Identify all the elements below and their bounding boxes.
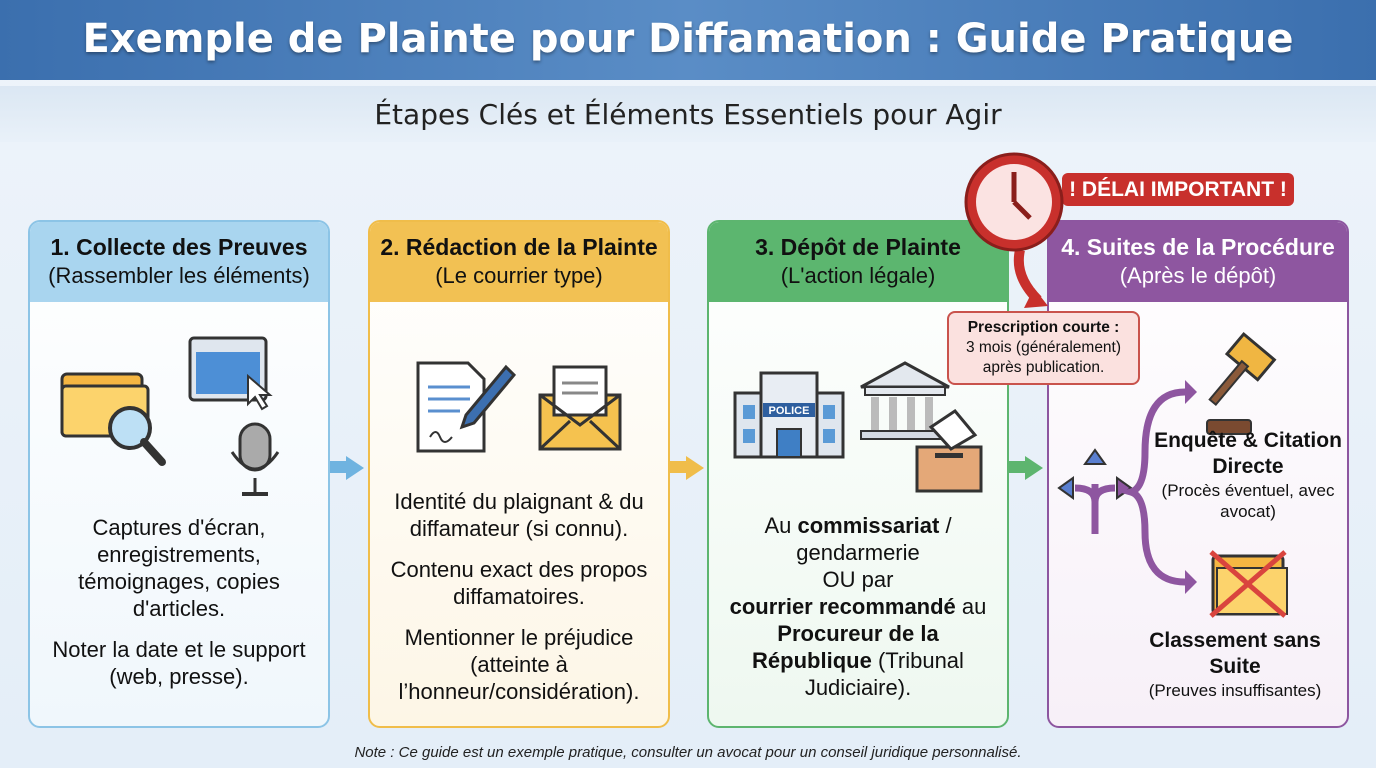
step-header: 3. Dépôt de Plainte (L'action légale) — [709, 222, 1007, 302]
step-header: 2. Rédaction de la Plainte (Le courrier t… — [370, 222, 668, 302]
prescription-line: après publication. — [982, 359, 1105, 376]
step-text: Captures d'écran, enregistrements, témoi… — [78, 515, 280, 621]
flow-arrow — [330, 461, 346, 473]
step-body: Captures d'écran, enregistrements, témoi… — [30, 514, 328, 704]
mailbox-icon — [915, 409, 983, 493]
step-card-collecte: 1. Collecte des Preuves (Rassembler les é… — [28, 220, 330, 728]
gavel-icon — [1206, 331, 1277, 435]
step-body: Identité du plaignant & du diffamateur (… — [370, 488, 668, 719]
outcome-title: Enquête & Citation Directe — [1154, 429, 1342, 478]
courthouse-icon — [860, 361, 950, 440]
filing-or: OU par — [822, 567, 894, 592]
step-text: Mentionner le préjudice (atteinte à l’ho… — [398, 625, 640, 704]
clock-icon — [964, 152, 1064, 308]
page-subtitle: Étapes Clés et Éléments Essentiels pour … — [0, 86, 1376, 142]
folder-search-icon — [60, 372, 166, 466]
step-text: Noter la date et le support (web, presse… — [52, 637, 306, 689]
footer-note: Note : Ce guide est un exemple pratique,… — [354, 744, 1022, 761]
flow-arrow-head — [1025, 456, 1043, 480]
step-subtitle: (L'action légale) — [780, 263, 936, 288]
brace-connector — [1118, 388, 1186, 586]
split-arrows-icon — [1057, 448, 1133, 534]
step-title: 3. Dépôt de Plainte — [755, 234, 961, 260]
flow-arrow-head — [686, 456, 704, 480]
step-header: 1. Collecte des Preuves (Rassembler les é… — [30, 222, 328, 302]
step-title: 2. Rédaction de la Plainte — [380, 234, 658, 260]
step-card-suites: 4. Suites de la Procédure (Après le dépôt… — [1047, 220, 1349, 728]
filing-icons: POLICE — [733, 361, 983, 493]
evidence-icons — [60, 336, 280, 496]
browser-cursor-icon — [188, 336, 273, 411]
step-text: Contenu exact des propos diffamatoires. — [390, 557, 648, 609]
outcome-detail: (Procès éventuel, avec avocat) — [1161, 481, 1335, 521]
envelope-icon — [538, 365, 622, 451]
outcome-1: Enquête & Citation Directe (Procès évent… — [1049, 428, 1347, 522]
writing-icons — [416, 361, 622, 453]
step-subtitle: (Après le dépôt) — [1119, 263, 1277, 288]
step-body: Au commissariat / gendarmerie OU par cou… — [709, 512, 1007, 701]
step-title: 1. Collecte des Preuves — [50, 234, 308, 260]
document-pen-icon — [416, 361, 517, 453]
filing-text-2: courrier recommandé au Procureur de la R… — [729, 594, 987, 700]
prescription-title: Prescription courte : — [967, 319, 1120, 336]
filing-text: Au commissariat / gendarmerie — [764, 513, 952, 565]
step-subtitle: (Le courrier type) — [435, 263, 603, 288]
step-title: 4. Suites de la Procédure — [1061, 234, 1335, 260]
outcome-2: Classement sans Suite (Preuves insuffisa… — [1049, 628, 1347, 701]
page-title: Exemple de Plainte pour Diffamation : Gu… — [0, 0, 1376, 80]
police-station-icon: POLICE — [733, 371, 845, 459]
outcome-detail: (Preuves insuffisantes) — [1148, 681, 1322, 700]
step-card-redaction: 2. Rédaction de la Plainte (Le courrier t… — [368, 220, 670, 728]
prescription-line: 3 mois (généralement) — [965, 339, 1122, 356]
prescription-callout: Prescription courte : 3 mois (généraleme… — [947, 311, 1140, 385]
flow-arrow — [1009, 461, 1025, 473]
flow-arrow-head — [346, 456, 364, 480]
police-sign: POLICE — [769, 405, 810, 417]
flow-arrow — [670, 461, 686, 473]
step-header: 4. Suites de la Procédure (Après le dépôt… — [1049, 222, 1347, 302]
step-text: Identité du plaignant & du diffamateur (… — [394, 489, 644, 541]
microphone-icon — [230, 422, 280, 496]
outcome-title: Classement sans Suite — [1149, 629, 1321, 678]
step-subtitle: (Rassembler les éléments) — [48, 263, 310, 288]
important-delay-badge: ! DÉLAI IMPORTANT ! — [1062, 173, 1294, 206]
outcome-diagram — [1057, 331, 1277, 594]
step-card-depot: 3. Dépôt de Plainte (L'action légale) POL… — [707, 220, 1009, 728]
folder-crossed-icon — [1209, 550, 1288, 618]
